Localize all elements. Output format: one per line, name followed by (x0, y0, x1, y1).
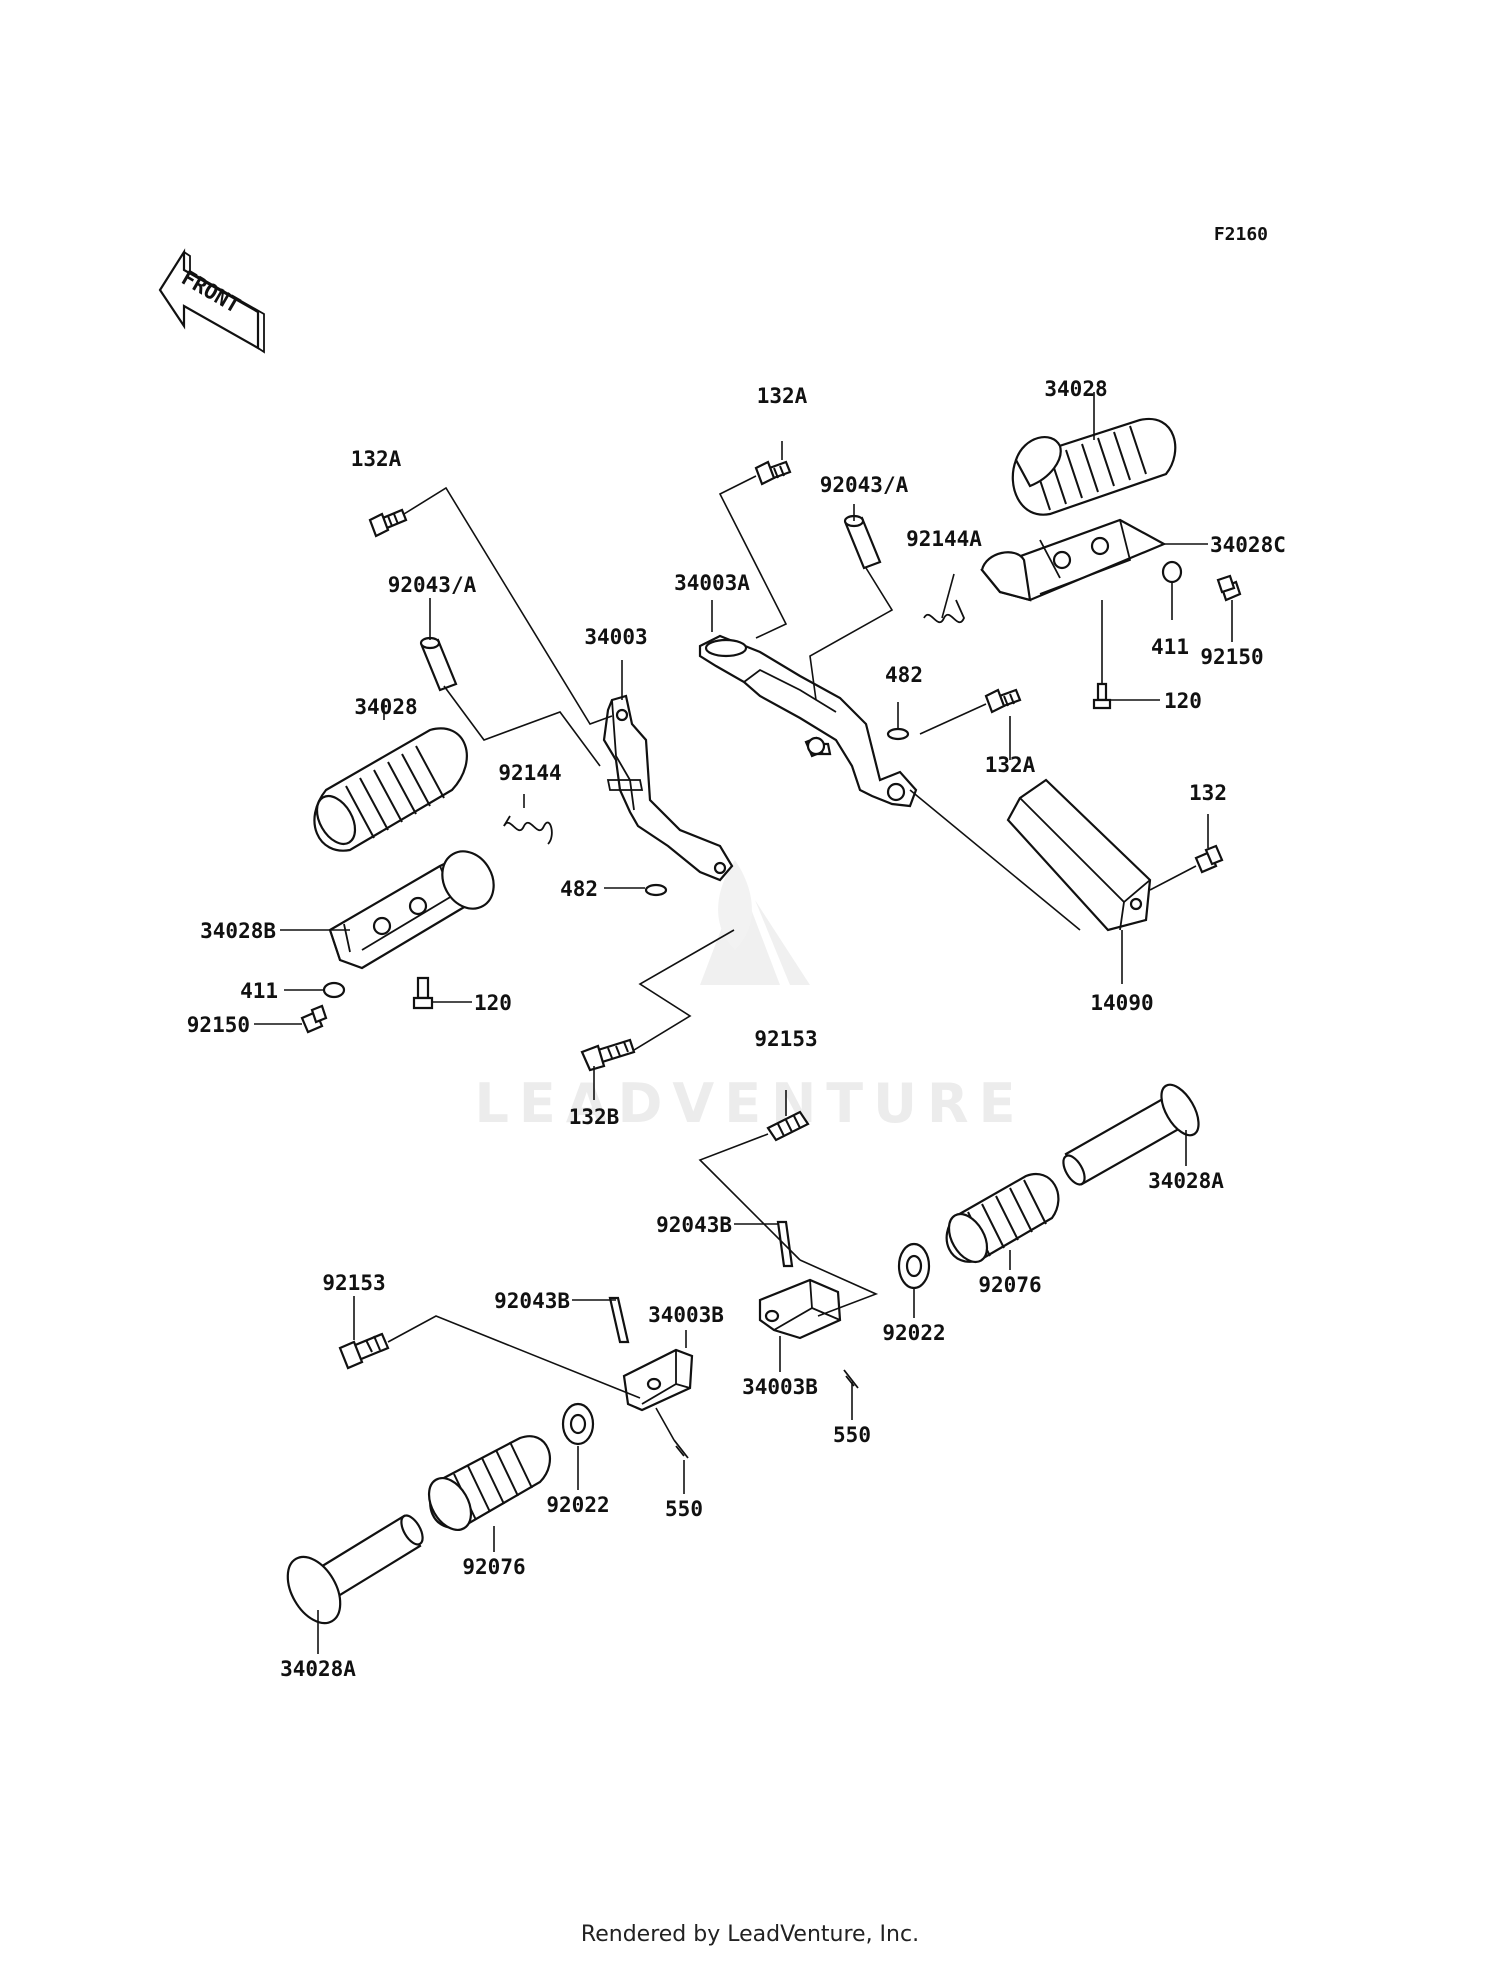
clip-482-left (644, 883, 668, 897)
label-120-left: 120 (474, 991, 512, 1015)
bolt-132 (1194, 844, 1224, 874)
lower-left-leaders (317, 1296, 687, 1654)
label-92153-left: 92153 (322, 1271, 385, 1295)
front-arrow-icon: FRONT (158, 248, 265, 354)
pin-92043A-left (419, 636, 458, 692)
bolt-132A-top (754, 460, 792, 486)
label-92153-right: 92153 (754, 1027, 817, 1051)
footpeg-rubber-34028-left (313, 727, 468, 852)
peg-34028A-right (1062, 1083, 1200, 1186)
lower-right-leaders (698, 1090, 1187, 1420)
rubber-92076-right (945, 1173, 1060, 1263)
label-132A-mid: 132A (985, 753, 1036, 777)
peg-34028A-left (286, 1514, 424, 1625)
label-132: 132 (1189, 781, 1227, 805)
bolt-132A-left (368, 508, 408, 538)
washer-92022-left (561, 1402, 595, 1446)
label-34028A-right: 34028A (1148, 1169, 1224, 1193)
label-92144A: 92144A (906, 527, 982, 551)
bolt-132B (580, 1038, 636, 1072)
label-92043B-left: 92043B (494, 1289, 570, 1313)
label-550-left: 550 (665, 1497, 703, 1521)
bolt-92153-right (766, 1110, 810, 1142)
label-92150-right: 92150 (1200, 645, 1263, 669)
label-92076-right: 92076 (978, 1273, 1041, 1297)
screw-120-left (412, 976, 434, 1010)
right-bracket-34003A (698, 634, 918, 808)
heat-guard-14090 (1006, 778, 1152, 932)
label-34028A-left: 34028A (280, 1657, 356, 1681)
bolt-92153-left (338, 1332, 390, 1370)
ring-411-right (1161, 560, 1183, 584)
label-132B: 132B (569, 1105, 620, 1129)
washer-92022-right (897, 1242, 931, 1290)
watermark-text: LEADVENTURE (475, 1072, 1026, 1135)
clip-482-right (886, 727, 910, 741)
footpeg-bracket-34028C (980, 518, 1167, 602)
label-34003B-left: 34003B (648, 1303, 724, 1327)
watermark: LEADVENTURE (475, 860, 1026, 1135)
label-92043B-right: 92043B (656, 1213, 732, 1237)
pin-92043A-right (843, 514, 882, 570)
cotter-550-left (673, 1439, 689, 1459)
left-leaders (254, 486, 735, 1100)
spring-92144A (923, 599, 965, 624)
bracket-34003B-right (758, 1278, 842, 1340)
label-34003B-right: 34003B (742, 1375, 818, 1399)
label-482-left: 482 (560, 877, 598, 901)
label-92043A-right: 92043/A (820, 473, 909, 497)
label-92022-left: 92022 (546, 1493, 609, 1517)
label-34003A: 34003A (674, 571, 750, 595)
label-92043A-left: 92043/A (388, 573, 477, 597)
rubber-92076-left (427, 1435, 551, 1531)
ring-411-left (322, 981, 346, 999)
label-411-left: 411 (240, 979, 278, 1003)
label-411-right: 411 (1151, 635, 1189, 659)
label-92076-left: 92076 (462, 1555, 525, 1579)
screw-120-right (1092, 682, 1112, 710)
spring-92144 (503, 815, 553, 845)
footpeg-bracket-34028B (328, 850, 495, 970)
label-34028-left: 34028 (354, 695, 417, 719)
left-bracket-34003 (602, 694, 734, 882)
label-550-right: 550 (833, 1423, 871, 1447)
label-14090: 14090 (1090, 991, 1153, 1015)
label-34028-right: 34028 (1044, 377, 1107, 401)
label-92022-right: 92022 (882, 1321, 945, 1345)
footpeg-rubber-34028-right (1011, 417, 1177, 516)
label-34028B: 34028B (200, 919, 276, 943)
label-120-right: 120 (1164, 689, 1202, 713)
bracket-34003B-left (622, 1348, 694, 1412)
label-132A-top: 132A (757, 384, 808, 408)
pin-92043B-left (608, 1296, 630, 1344)
bolt-92150-right (1216, 574, 1242, 602)
right-leaders (711, 392, 1233, 984)
label-92150-left: 92150 (187, 1013, 250, 1037)
label-132A-left: 132A (351, 447, 402, 471)
label-34028C: 34028C (1210, 533, 1286, 557)
cotter-550-right (843, 1369, 859, 1389)
label-482-right: 482 (885, 663, 923, 687)
render-credit: Rendered by LeadVenture, Inc. (580, 1922, 920, 1947)
label-34003: 34003 (584, 625, 647, 649)
part-labels: 132A 92043/A 34003 34028 92144 482 34028… (187, 377, 1286, 1681)
figure-code: F2160 (1214, 224, 1268, 245)
bolt-132A-mid (984, 688, 1022, 714)
bolt-92150-left (300, 1004, 328, 1034)
label-92144: 92144 (498, 761, 561, 785)
